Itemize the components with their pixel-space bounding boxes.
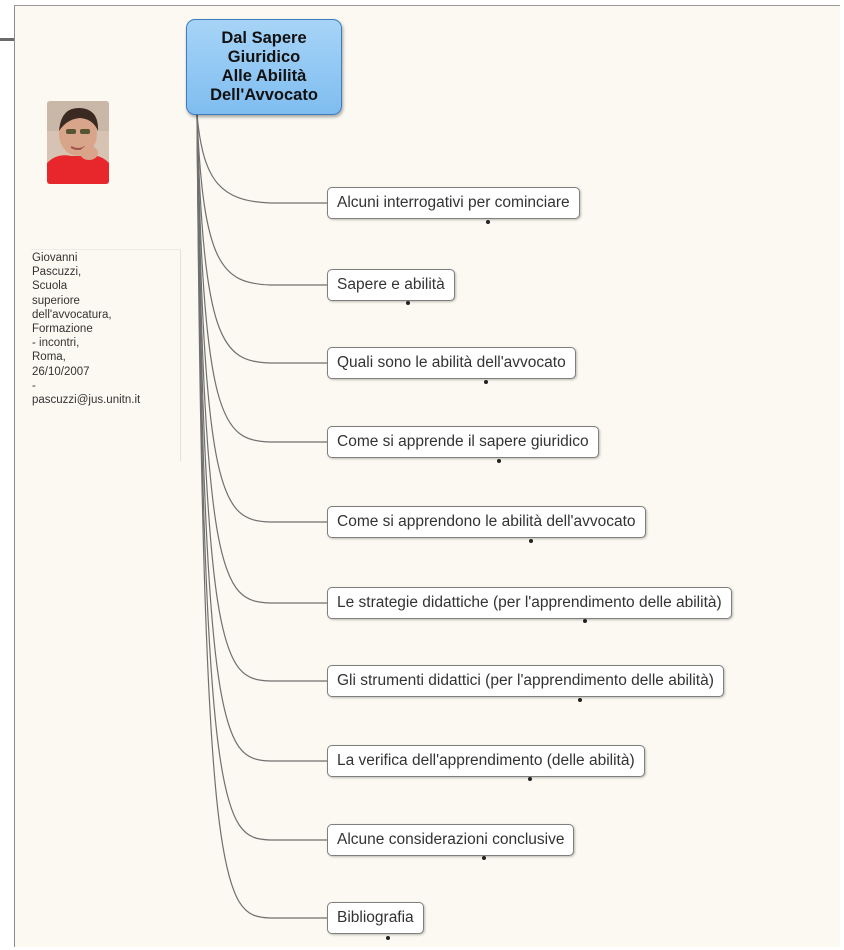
subtopic-come-si-apprendono-abilita[interactable]: Come si apprendono le abilità dell'avvoc… <box>327 506 646 538</box>
subtopic-label: Come si apprendono le abilità dell'avvoc… <box>337 513 636 530</box>
author-note: Giovanni Pascuzzi, Scuola superiore dell… <box>31 249 181 461</box>
collapse-dot[interactable] <box>482 856 486 860</box>
subtopic-verifica-apprendimento[interactable]: La verifica dell'apprendimento (delle ab… <box>327 745 645 777</box>
central-topic-label: Dal Sapere Giuridico Alle Abilità Dell'A… <box>210 29 318 104</box>
window-edge-bar <box>0 38 16 41</box>
subtopic-label: Quali sono le abilità dell'avvocato <box>337 354 566 371</box>
collapse-dot[interactable] <box>497 459 501 463</box>
collapse-dot[interactable] <box>386 936 390 940</box>
collapse-dot[interactable] <box>578 698 582 702</box>
subtopic-quali-sono-le-abilita[interactable]: Quali sono le abilità dell'avvocato <box>327 347 576 379</box>
subtopic-label: Come si apprende il sapere giuridico <box>337 433 589 450</box>
collapse-dot[interactable] <box>583 619 587 623</box>
subtopic-considerazioni-conclusive[interactable]: Alcune considerazioni conclusive <box>327 824 575 856</box>
mindmap-canvas <box>14 5 840 947</box>
subtopic-sapere-e-abilita[interactable]: Sapere e abilità <box>327 269 455 301</box>
subtopic-label: Sapere e abilità <box>337 276 445 293</box>
subtopic-label: Alcune considerazioni conclusive <box>337 831 565 848</box>
collapse-dot[interactable] <box>529 539 533 543</box>
subtopic-bibliografia[interactable]: Bibliografia <box>327 902 424 934</box>
collapse-dot[interactable] <box>486 220 490 224</box>
author-photo <box>47 101 109 184</box>
subtopic-strumenti-didattici[interactable]: Gli strumenti didattici (per l'apprendim… <box>327 665 724 697</box>
subtopic-alcuni-interrogativi[interactable]: Alcuni interrogativi per cominciare <box>327 187 580 219</box>
central-topic[interactable]: Dal Sapere Giuridico Alle Abilità Dell'A… <box>186 19 342 115</box>
subtopic-label: Bibliografia <box>337 909 414 926</box>
collapse-dot[interactable] <box>484 380 488 384</box>
collapse-dot[interactable] <box>406 301 410 305</box>
subtopic-label: La verifica dell'apprendimento (delle ab… <box>337 752 635 769</box>
collapse-dot[interactable] <box>528 777 532 781</box>
subtopic-strategie-didattiche[interactable]: Le strategie didattiche (per l'apprendim… <box>327 587 732 619</box>
subtopic-label: Le strategie didattiche (per l'apprendim… <box>337 594 722 611</box>
subtopic-come-si-apprende-sapere[interactable]: Come si apprende il sapere giuridico <box>327 426 599 458</box>
subtopic-label: Gli strumenti didattici (per l'apprendim… <box>337 672 714 689</box>
subtopic-label: Alcuni interrogativi per cominciare <box>337 194 570 211</box>
